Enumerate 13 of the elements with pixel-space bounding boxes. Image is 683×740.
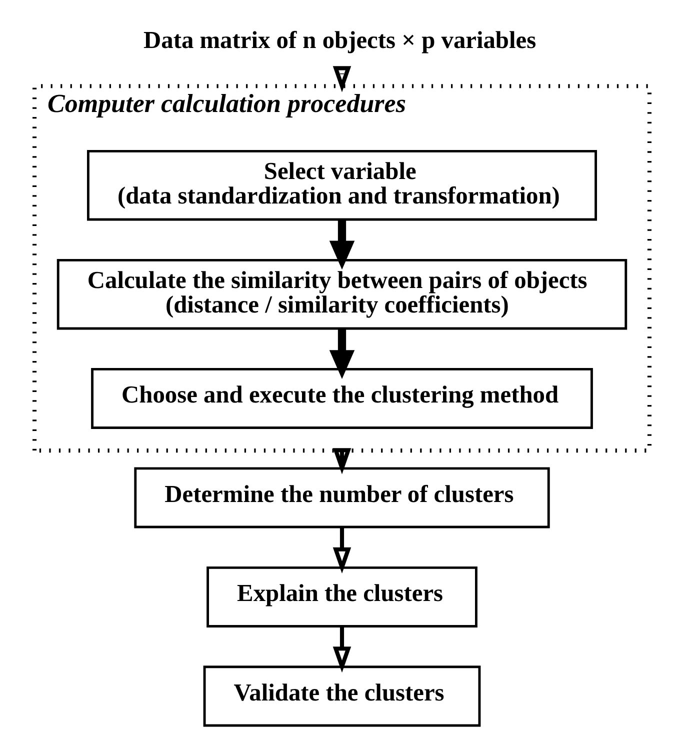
arrow bbox=[332, 626, 351, 673]
node-box: Choose and execute the clustering method bbox=[90, 368, 592, 429]
node-box: Determine the number of clusters bbox=[134, 467, 550, 528]
node-text: Data matrix of n objects × p variables bbox=[143, 26, 536, 54]
node-box: Validate the clusters bbox=[202, 666, 480, 727]
node-box: Calculate the similarity between pairs of objects (distance / similarity coefficients) bbox=[56, 258, 627, 330]
arrow bbox=[328, 220, 354, 270]
arrow bbox=[332, 527, 351, 574]
arrow bbox=[328, 329, 354, 379]
node-box: Select variable (data standardization and transformation) bbox=[86, 150, 596, 221]
node-box: Explain the clusters bbox=[206, 566, 477, 628]
arrow bbox=[332, 66, 351, 92]
arrow bbox=[332, 448, 351, 474]
